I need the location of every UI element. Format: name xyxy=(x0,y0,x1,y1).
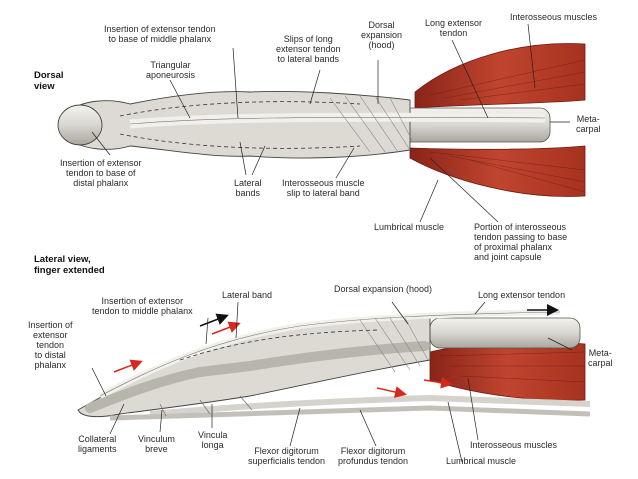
label-slips-long-extensor: Slips of long extensor tendon to lateral… xyxy=(276,34,341,64)
label-long-extensor-dorsal: Long extensor tendon xyxy=(425,18,483,38)
label-dorsal-expansion: Dorsal expansion (hood) xyxy=(361,20,403,50)
label-insertion-middle-phalanx-lateral: Insertion of extensor tendon to middle p… xyxy=(92,296,193,316)
lateral-fdp-tendon xyxy=(109,405,591,421)
dorsal-interosseous-muscle-bottom xyxy=(409,145,586,197)
label-metacarpal-dorsal: Meta- carpal xyxy=(576,114,601,134)
label-metacarpal-lateral: Meta- carpal xyxy=(588,348,613,368)
label-triangular-aponeurosis: Triangular aponeurosis xyxy=(146,60,196,80)
label-lateral-band: Lateral band xyxy=(222,290,273,300)
label-lumbrical-dorsal: Lumbrical muscle xyxy=(374,222,445,232)
label-lumbrical-lateral: Lumbrical muscle xyxy=(446,456,517,466)
label-insertion-middle-phalanx-dorsal: Insertion of extensor tendon to base of … xyxy=(104,24,216,44)
label-interosseous-slip: Interosseous muscle slip to lateral band xyxy=(282,178,365,198)
label-interosseous-muscles-lateral: Interosseous muscles xyxy=(470,440,558,450)
label-fdp-tendon: Flexor digitorum profundus tendon xyxy=(338,446,409,466)
label-portion-interosseous: Portion of interosseous tendon passing t… xyxy=(474,222,568,262)
dorsal-view-heading: Dorsal view xyxy=(34,70,64,92)
label-dorsal-expansion-lateral: Dorsal expansion (hood) xyxy=(334,284,433,294)
lateral-fds-tendon xyxy=(149,394,591,417)
label-insertion-distal-phalanx-lateral: Insertion of extensor tendon to distal p… xyxy=(28,320,73,370)
lateral-view-heading: Lateral view, finger extended xyxy=(34,254,105,276)
direction-arrows xyxy=(113,304,559,398)
label-interosseous-muscles-dorsal: Interosseous muscles xyxy=(510,12,598,22)
label-collateral-ligaments: Collateral ligaments xyxy=(78,434,117,454)
lateral-view-drawing xyxy=(77,309,591,421)
leader-lines xyxy=(91,23,573,463)
lateral-phalanges xyxy=(85,341,430,413)
dorsal-finger-body xyxy=(69,91,411,159)
label-long-extensor-lateral: Long extensor tendon xyxy=(478,290,566,300)
lateral-interosseous-muscle xyxy=(429,341,586,401)
dorsal-interosseous-muscle-top xyxy=(414,43,586,109)
dorsal-view-drawing xyxy=(57,43,586,197)
lateral-metacarpal-bone xyxy=(429,317,581,349)
label-vincula-longa: Vincula longa xyxy=(198,430,228,450)
label-insertion-distal-phalanx-dorsal: Insertion of extensor tendon to base of … xyxy=(60,158,142,188)
dorsal-fingertip xyxy=(57,104,103,146)
label-lateral-bands: Lateral bands xyxy=(234,178,262,198)
label-vinculum-breve: Vinculum breve xyxy=(138,434,175,454)
label-fds-tendon: Flexor digitorum superficialis tendon xyxy=(248,446,326,466)
